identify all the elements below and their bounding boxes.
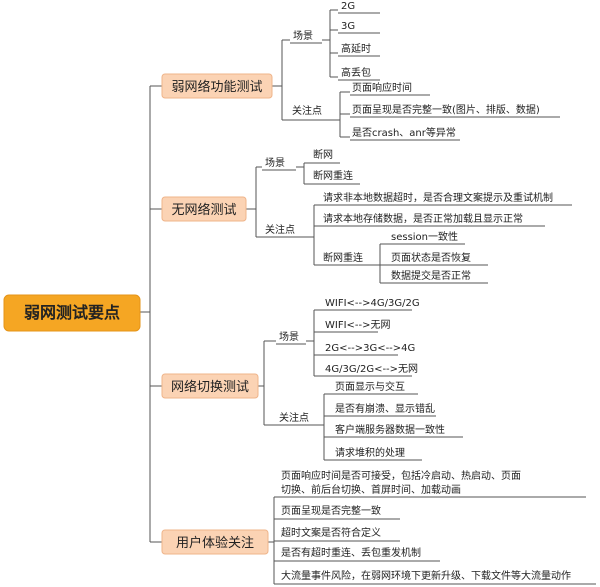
leaf-node: 页面呈现是否完整一致 [281, 504, 381, 517]
leaf-node: 是否crash、anr等异常 [352, 126, 456, 139]
leaf-node: 页面呈现是否完整一致(图片、排版、数据) [352, 103, 540, 116]
sub-group-label: 断网重连 [323, 251, 363, 264]
leaf-node: 请求堆积的处理 [335, 446, 405, 459]
leaf-node: 断网 [313, 148, 333, 161]
leaf-node: 大流量事件风险，在弱网环境下更新升级、下载文件等大流量动作 [281, 569, 571, 582]
group-label: 关注点 [292, 104, 322, 117]
leaf-node: 客户端服务器数据一致性 [335, 423, 445, 436]
leaf-node: 是否有超时重连、丢包重发机制 [281, 546, 421, 559]
leaf-node: 页面状态是否恢复 [391, 251, 471, 264]
leaf-node: 2G [341, 1, 355, 12]
root-label: 弱网测试要点 [24, 303, 120, 322]
leaf-node: 3G [341, 21, 355, 32]
branch-weak-network: 弱网络功能测试 场景 2G 3G 高延时 高丢包 关注点 页面响应时间 页面呈现… [161, 1, 560, 141]
leaf-node: 数据提交是否正常 [391, 269, 471, 282]
leaf-node: 页面显示与交互 [335, 380, 405, 393]
branch-network-switch: 网络切换测试 场景 WIFI<-->4G/3G/2G WIFI<-->无网 2G… [161, 298, 463, 461]
leaf-node: WIFI<-->4G/3G/2G [325, 298, 420, 309]
leaf-node: 超时文案是否符合定义 [281, 526, 381, 539]
leaf-node: session一致性 [391, 230, 458, 243]
leaf-node: 4G/3G/2G<-->无网 [325, 363, 418, 375]
group-label: 场景 [293, 29, 313, 42]
leaf-node: 是否有崩溃、显示错乱 [335, 402, 435, 415]
leaf-node: 2G<-->3G<-->4G [325, 343, 415, 354]
leaf-node: 高丢包 [341, 66, 371, 79]
leaf-node: 页面响应时间是否可接受，包括冷启动、热启动、页面切换、前后台切换、首屏时间、加载… [281, 469, 521, 496]
root-node: 弱网测试要点 [3, 294, 141, 332]
branch-user-experience: 用户体验关注 页面响应时间是否可接受，包括冷启动、热启动、页面切换、前后台切换、… [161, 469, 596, 585]
leaf-node: 断网重连 [313, 169, 353, 182]
leaf-node: 请求本地存储数据，是否正常加载且显示正常 [323, 212, 523, 225]
branch-label: 弱网络功能测试 [171, 79, 262, 95]
branch-label: 网络切换测试 [171, 379, 249, 395]
group-label: 场景 [265, 156, 285, 169]
group-label: 场景 [279, 330, 299, 343]
leaf-node: 页面响应时间 [352, 81, 412, 94]
leaf-node: 高延时 [341, 42, 371, 55]
connectors [140, 9, 388, 585]
group-label: 关注点 [279, 411, 309, 424]
branch-no-network: 无网络测试 场景 断网 断网重连 关注点 请求非本地数据超时，是否合理文案提示及… [161, 148, 572, 284]
leaf-node: 请求非本地数据超时，是否合理文案提示及重试机制 [323, 191, 553, 204]
group-label: 关注点 [265, 223, 295, 236]
branch-label: 无网络测试 [171, 202, 236, 218]
branch-label: 用户体验关注 [176, 535, 254, 551]
leaf-node: WIFI<-->无网 [325, 319, 391, 331]
